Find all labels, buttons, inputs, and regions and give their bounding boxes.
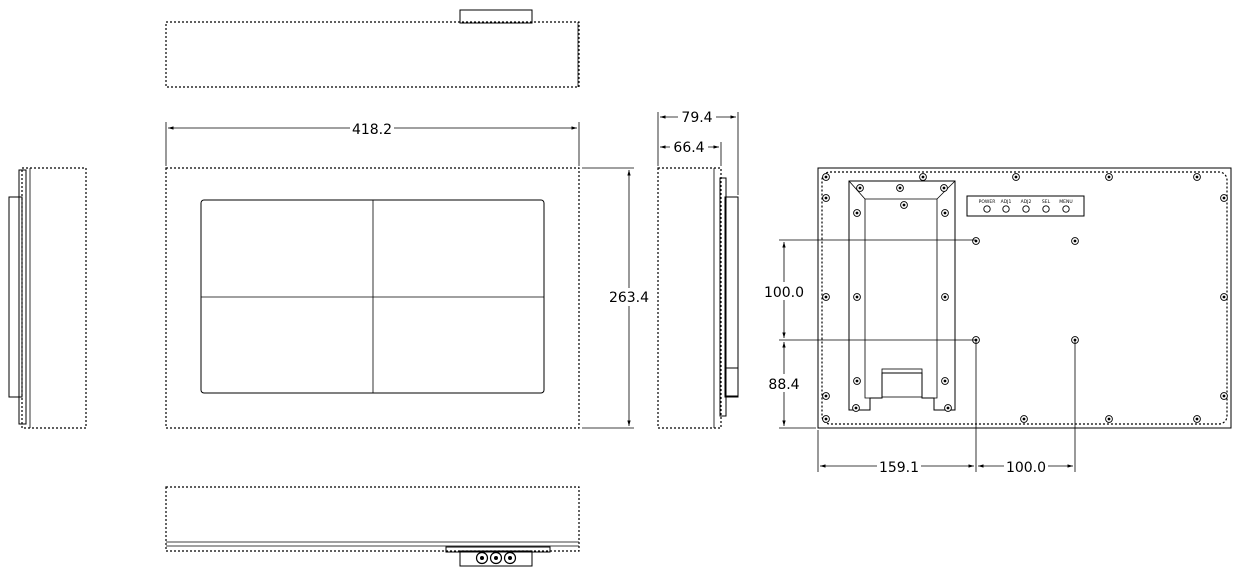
screw-icon	[944, 404, 952, 412]
screw-icon	[972, 237, 980, 245]
screw-icon	[822, 173, 830, 181]
rear-left-offset-label: 159.1	[879, 460, 919, 476]
screw-icon	[822, 194, 830, 202]
screw-icon	[852, 404, 860, 412]
front-bezel	[165, 167, 580, 429]
port-button-icon	[1042, 205, 1050, 213]
port-button-icon	[1062, 205, 1070, 213]
screw-icon	[1020, 415, 1028, 423]
screw-icon	[900, 201, 908, 209]
screw-icon	[896, 184, 904, 192]
screw-icon	[822, 415, 830, 423]
dim-rear-horizontal: 159.1 100.0	[817, 340, 1076, 476]
screw-icon	[1105, 415, 1113, 423]
port-label-adj2: ADJ2	[1021, 199, 1032, 205]
port-label-power: POWER	[979, 199, 996, 205]
dim-rear-vesa-vertical: 100.0	[762, 239, 976, 341]
dim-front-width: 418.2	[165, 120, 580, 166]
right-side-view	[657, 167, 739, 429]
screw-icon	[941, 293, 949, 301]
rear-outer	[817, 167, 1232, 429]
rear-inner	[821, 171, 1228, 425]
left-side-view	[8, 167, 87, 429]
front-width-label: 418.2	[352, 122, 392, 138]
side-body-depth-label: 66.4	[673, 140, 704, 156]
dim-front-height: 263.4	[582, 167, 652, 429]
rear-vesa-vertical-label: 100.0	[764, 285, 804, 301]
port-button-icon	[1002, 205, 1010, 213]
rear-bottom-offset-label: 88.4	[768, 377, 799, 393]
port-button-icon	[1022, 205, 1030, 213]
screw-icon	[1193, 173, 1201, 181]
port-label-menu: MENU	[1059, 199, 1072, 205]
bottom-view	[165, 486, 580, 567]
screw-icon	[853, 377, 861, 385]
screw-icon	[1193, 415, 1201, 423]
screw-icon	[941, 377, 949, 385]
screen-area	[200, 199, 545, 394]
screw-icon	[940, 184, 948, 192]
screw-icon	[1012, 173, 1020, 181]
screw-icon	[941, 209, 949, 217]
port-label-adj1: ADJ1	[1001, 199, 1012, 205]
port-label-sel: SEL	[1042, 199, 1051, 205]
side-total-depth-label: 79.4	[681, 110, 712, 126]
screw-icon	[853, 293, 861, 301]
top-view	[165, 9, 580, 88]
screw-icon	[853, 209, 861, 217]
screw-icon	[919, 173, 927, 181]
screw-icon	[822, 392, 830, 400]
rear-port-panel: POWER ADJ1 ADJ2 SEL MENU	[966, 195, 1085, 217]
dim-rear-bottom-offset: 88.4	[765, 342, 816, 429]
port-button-icon	[983, 205, 991, 213]
dim-side-depth: 79.4 66.4	[657, 109, 739, 195]
screw-icon	[1220, 392, 1228, 400]
front-view	[165, 167, 580, 429]
rear-view: POWER ADJ1 ADJ2 SEL MENU	[817, 167, 1232, 429]
rear-vesa-horizontal-label: 100.0	[1006, 460, 1046, 476]
screw-icon	[1220, 293, 1228, 301]
front-height-label: 263.4	[609, 290, 649, 306]
screw-icon	[856, 184, 864, 192]
screw-icon	[1071, 237, 1079, 245]
rear-stand-bracket	[848, 180, 956, 411]
screw-icon	[822, 293, 830, 301]
screw-icon	[1105, 173, 1113, 181]
screw-icon	[1220, 194, 1228, 202]
connector-icon	[475, 551, 517, 565]
